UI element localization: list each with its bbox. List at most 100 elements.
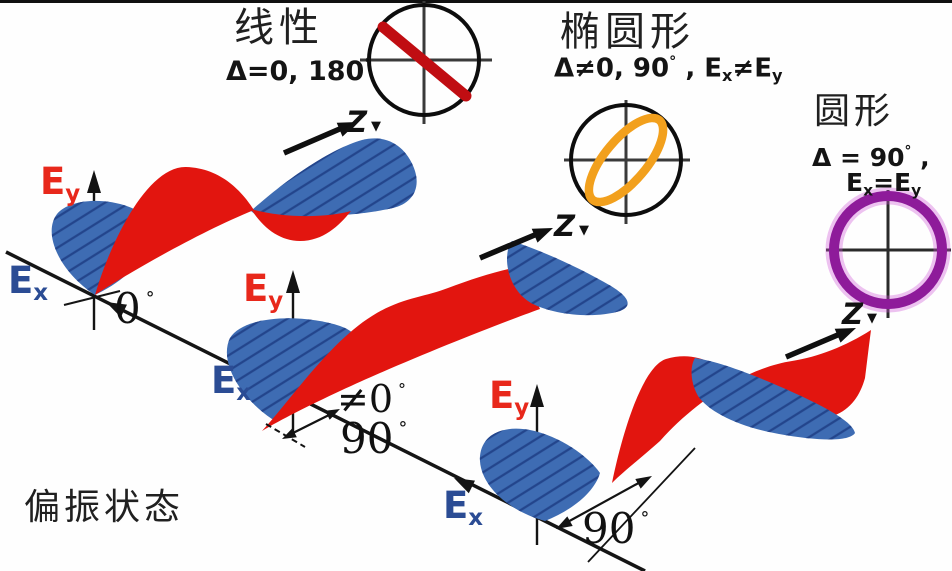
linear-formula-text: Δ=0, 180 [226, 56, 365, 88]
linear-state-circle [360, 1, 492, 124]
ex-base-wave1: E [8, 259, 34, 302]
wave1-blue-lobe-right-hatch [251, 138, 417, 217]
ey-sub-wave2: y [268, 287, 284, 314]
z-arrow-wave3 [784, 331, 842, 360]
circular-formula-delta: Δ = 90 [812, 143, 905, 172]
circular-formula-comma: , [911, 143, 930, 172]
ey-axis-arrowhead-wave2 [286, 270, 300, 293]
z-arrow-wave1 [282, 125, 344, 156]
ey-sub-wave3: y [514, 394, 530, 421]
circular-degree-sign: ° [904, 143, 912, 160]
ex-arrowhead-wave3 [454, 478, 475, 494]
angle-label-wave2-bottom: 90° [340, 418, 407, 460]
ey-base-wave3: E [489, 374, 515, 417]
ey-sub-wave1: y [65, 180, 81, 207]
ex-sub-wave1: x [33, 279, 49, 306]
elliptical-sub-y: y [771, 66, 783, 86]
angle-label-wave3: 90° [582, 508, 649, 550]
wave2-angle-marker [265, 409, 340, 448]
circular-sub-x: x [863, 181, 874, 200]
z-arrowhead-wave1 [336, 122, 358, 137]
ex-label-wave3: Ex [443, 487, 483, 530]
angle-deg-wave2-bottom: ° [398, 419, 408, 440]
z-triangle-wave2: ▼ [579, 223, 590, 239]
linear-formula: Δ=0, 180° [226, 55, 372, 88]
ey-label-wave2: Ey [243, 270, 283, 313]
z-triangle-wave1: ▼ [371, 119, 382, 135]
elliptical-degree-sign: ° [669, 54, 677, 70]
elliptical-formula-e1: , E [676, 53, 723, 84]
linear-red-diagonal [377, 21, 472, 102]
linear-circle-outline [367, 3, 481, 117]
angle-value-wave1: 0 [114, 284, 141, 333]
circular-equals: = [873, 168, 895, 197]
circular-e1: E [846, 168, 864, 197]
elliptical-formula-delta: Δ≠0, 90 [554, 53, 670, 84]
wave3-dim-arrowhead-left [556, 516, 573, 529]
ex-arrowhead-wave1 [106, 302, 127, 318]
circular-formula-line1: Δ = 90° , [812, 145, 930, 170]
angle-value-wave3: 90 [582, 504, 636, 553]
ey-label-wave3: Ey [489, 377, 529, 420]
z-letter-wave3: Z [842, 297, 864, 331]
wave1-linear [51, 138, 417, 295]
angle-value-wave2-top: ≠0 [337, 377, 394, 421]
elliptical-state-circle [564, 100, 690, 224]
wave3-thin-extension [587, 447, 696, 563]
circular-e2: E [894, 168, 912, 197]
wave3-red-wave [612, 330, 871, 483]
wave3-dim-line [563, 479, 645, 525]
z-arrow-wave2 [478, 231, 539, 261]
elliptical-formula-e2: ≠E [732, 53, 772, 84]
ex-sub-wave2: x [236, 379, 252, 406]
circular-state-circle [825, 187, 951, 318]
wave2-red-wave [262, 267, 540, 431]
angle-deg-wave1: ° [145, 289, 155, 310]
angle-label-wave1: 0° [114, 288, 155, 330]
circular-title: 圆形 [814, 91, 895, 132]
elliptical-circle-outline [569, 103, 683, 217]
wave1-red-hump [95, 166, 254, 295]
z-letter-wave2: Z [554, 209, 576, 243]
ey-axis-arrowhead-wave1 [87, 170, 101, 193]
z-arrowhead-wave3 [834, 328, 856, 343]
ey-axis-arrowhead-wave3 [530, 384, 544, 407]
ex-label-wave1: Ex [8, 262, 48, 305]
wave1-red-dip [251, 209, 351, 241]
wave3-dim-arrowhead-right [635, 476, 652, 489]
elliptical-title: 椭圆形 [560, 9, 695, 55]
z-label-wave1: Z▼ [346, 108, 381, 137]
elliptical-orange-ellipse [584, 113, 668, 207]
angle-value-wave2-bottom: 90 [340, 414, 394, 463]
angle-deg-wave3: ° [640, 509, 650, 530]
z-arrows [282, 122, 856, 360]
circular-formula-line2: Ex=Ey [846, 170, 921, 199]
ey-label-wave1: Ey [40, 163, 80, 206]
angle-label-wave2-top: ≠0° [337, 380, 406, 418]
wave2-elliptical [226, 241, 628, 448]
ex-label-wave2: Ex [211, 362, 251, 405]
top-border-line [0, 0, 952, 3]
z-letter-wave1: Z [346, 105, 368, 139]
wave3-circular [479, 330, 871, 563]
ex-base-wave2: E [211, 359, 237, 402]
circular-purple-ring [829, 191, 947, 309]
wave2-dim-arrowhead-right [325, 409, 340, 420]
linear-degree-sign: ° [364, 55, 372, 73]
z-label-wave3: Z▼ [842, 300, 877, 329]
elliptical-sub-x: x [722, 66, 733, 86]
z-arrowhead-wave2 [531, 228, 553, 243]
ey-base-wave1: E [40, 160, 66, 203]
origin-tick-wave1 [63, 290, 121, 306]
bottom-title: 偏振状态 [24, 487, 185, 528]
ex-sub-wave3: x [468, 504, 484, 531]
wave2-dim-arrowhead-left [282, 428, 297, 439]
z-triangle-wave3: ▼ [867, 311, 878, 327]
wave3-angle-marker [556, 447, 696, 563]
angle-deg-wave2-top: ° [398, 380, 407, 400]
linear-title: 线性 [234, 5, 324, 51]
z-label-wave2: Z▼ [554, 212, 589, 241]
ey-base-wave2: E [243, 267, 269, 310]
